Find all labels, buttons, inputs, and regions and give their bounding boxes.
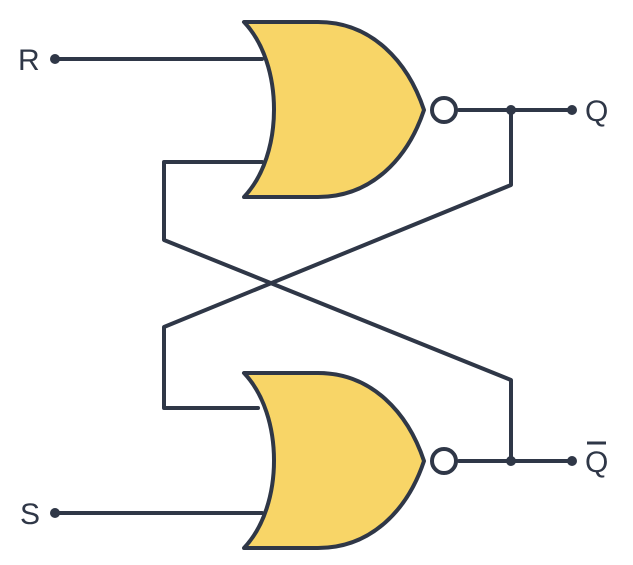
nor-gate-top [242,20,458,199]
gate-top-body [242,20,426,199]
label-r: R [18,44,40,77]
gate-bottom-inversion-bubble [430,447,458,475]
label-q-bar: Q [585,446,608,479]
gate-bottom-body [242,371,426,550]
wire-q-feedback [162,108,513,410]
junction-q [506,105,516,115]
junction-qbar [506,456,516,466]
label-q: Q [585,95,608,128]
gate-top-inversion-bubble [430,96,458,124]
terminal-qbar [567,456,577,466]
terminal-q [567,105,577,115]
terminal-r [50,54,60,64]
terminals [50,54,577,518]
label-s: S [20,498,40,531]
terminal-s [50,508,60,518]
junctions [506,105,516,466]
labels: R S Q Q [18,44,608,531]
nor-gate-bottom [242,371,458,550]
wire-qbar-feedback [162,160,513,463]
